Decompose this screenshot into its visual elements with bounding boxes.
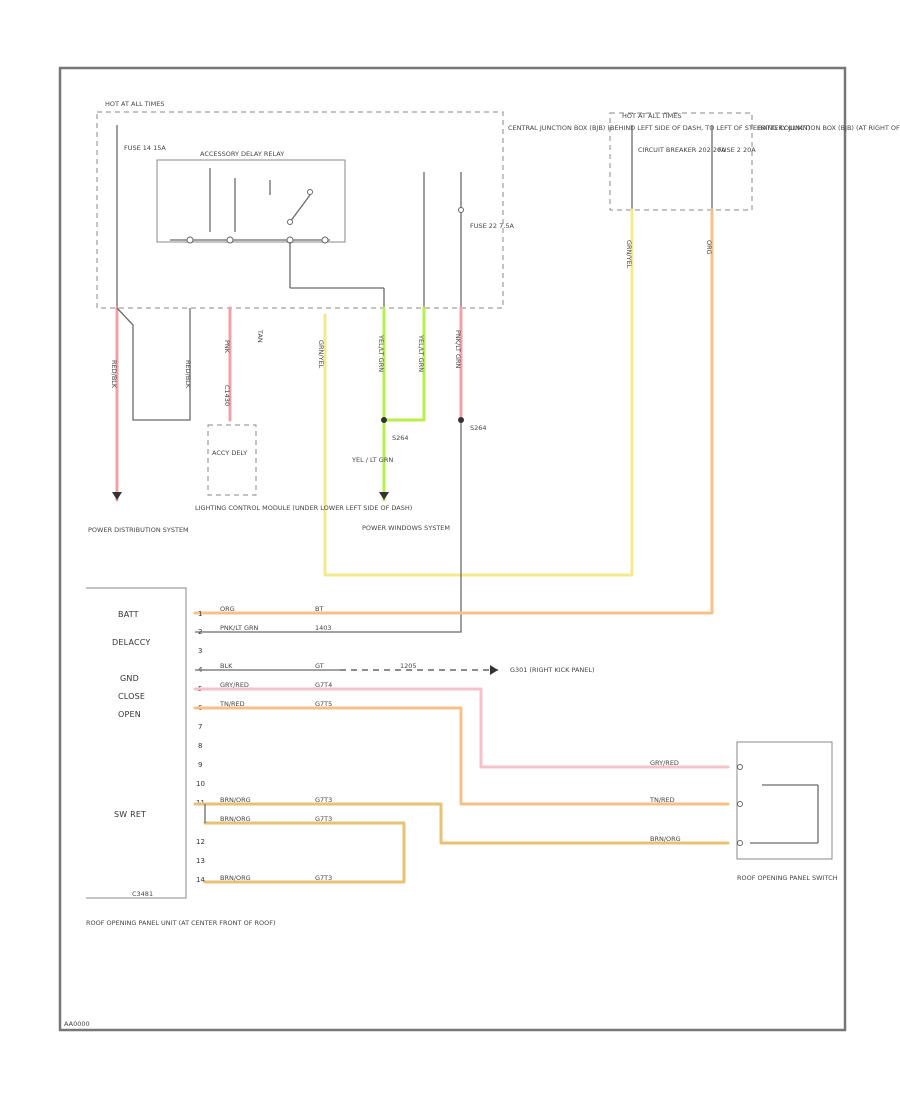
svg-text:8: 8 xyxy=(198,742,202,750)
switch-location: ROOF OPENING PANEL SWITCH xyxy=(737,874,838,882)
svg-text:BT: BT xyxy=(315,605,323,613)
svg-text:1403: 1403 xyxy=(315,624,332,632)
fuse2-label: FUSE 2 20A xyxy=(718,146,756,154)
central-jb-location: CENTRAL JUNCTION BOX (BJB) (BEHIND LEFT … xyxy=(508,124,810,132)
module-label-gnd: GND xyxy=(120,674,139,683)
footer-code: AA0000 xyxy=(64,1020,90,1028)
ground-tag: 1205 xyxy=(400,662,417,670)
svg-text:C1430: C1430 xyxy=(223,385,231,406)
svg-text:PNK/LT GRN: PNK/LT GRN xyxy=(454,330,462,369)
accessory-delay-relay: ACCESSORY DELAY RELAY xyxy=(156,150,346,244)
roof-opening-switch: ROOF OPENING PANEL SWITCH xyxy=(736,741,838,882)
wire-brn-org-2 xyxy=(203,821,406,884)
module-label-batt: BATT xyxy=(118,610,139,619)
svg-text:ORG: ORG xyxy=(220,605,235,613)
wire-pnk-ltgrn-low xyxy=(195,420,462,633)
svg-text:GRY/RED: GRY/RED xyxy=(220,681,249,689)
wire-org xyxy=(193,208,714,615)
module-connector: C3481 xyxy=(132,890,153,898)
central-junction-box: HOT AT ALL TIMES FUSE 14 15A FUSE 22 7.5… xyxy=(96,100,810,309)
svg-text:TAN: TAN xyxy=(256,329,264,343)
svg-text:G7T4: G7T4 xyxy=(315,681,332,689)
svg-text:9: 9 xyxy=(198,761,202,769)
battery-jb-location: BATTERY JUNCTION BOX (BJB) (AT RIGHT OF … xyxy=(758,124,900,132)
svg-text:BRN/ORG: BRN/ORG xyxy=(220,874,251,882)
module-location: ROOF OPENING PANEL UNIT (AT CENTER FRONT… xyxy=(86,919,276,927)
svg-text:BRN/ORG: BRN/ORG xyxy=(220,796,251,804)
svg-text:TN/RED: TN/RED xyxy=(219,700,245,708)
splice-s1-wire: YEL / LT GRN xyxy=(351,456,393,464)
svg-text:ORG: ORG xyxy=(705,240,713,255)
wire-brn-org-1 xyxy=(193,802,730,845)
wire-tn-red xyxy=(193,706,730,806)
svg-text:ACCY DELY: ACCY DELY xyxy=(212,449,247,457)
svg-text:12: 12 xyxy=(196,838,205,846)
wire-gry-red xyxy=(193,687,730,769)
fuse14-label: FUSE 14 15A xyxy=(124,144,166,152)
dest-lighting-module: LIGHTING CONTROL MODULE (UNDER LOWER LEF… xyxy=(195,504,412,512)
svg-text:TN/RED: TN/RED xyxy=(649,796,675,804)
svg-text:PNK/LT GRN: PNK/LT GRN xyxy=(220,624,259,632)
hot-label-battery: HOT AT ALL TIMES xyxy=(622,112,682,120)
svg-text:G7T3: G7T3 xyxy=(315,874,332,882)
svg-text:1: 1 xyxy=(198,610,202,618)
wire-red-blk-loop xyxy=(116,307,191,421)
svg-text:RED/BLK: RED/BLK xyxy=(184,360,192,389)
svg-text:BRN/ORG: BRN/ORG xyxy=(220,815,251,823)
splice-s2: S264 xyxy=(470,424,487,432)
svg-text:YEL/LT GRN: YEL/LT GRN xyxy=(377,334,385,372)
svg-text:GRY/RED: GRY/RED xyxy=(650,759,679,767)
svg-text:GRN/YEL: GRN/YEL xyxy=(625,240,633,269)
ground-label: G301 (RIGHT KICK PANEL) xyxy=(510,666,595,674)
svg-text:G7T3: G7T3 xyxy=(315,796,332,804)
acc-dly-box xyxy=(207,424,257,496)
splice-s1: S264 xyxy=(392,434,409,442)
svg-text:10: 10 xyxy=(196,780,205,788)
svg-text:GT: GT xyxy=(315,662,324,670)
svg-text:2: 2 xyxy=(198,628,202,636)
battery-junction-box: HOT AT ALL TIMES CIRCUIT BREAKER 202 20A… xyxy=(609,112,900,211)
svg-text:YEL/LT GRN: YEL/LT GRN xyxy=(417,334,425,372)
svg-text:RED/BLK: RED/BLK xyxy=(110,360,118,389)
module-label-delaccy: DELACCY xyxy=(112,638,151,647)
svg-text:G7T5: G7T5 xyxy=(315,700,332,708)
module-label-close: CLOSE xyxy=(118,692,145,701)
svg-text:3: 3 xyxy=(198,647,202,655)
dest-power-windows: POWER WINDOWS SYSTEM xyxy=(362,524,450,532)
diagram-frame xyxy=(58,66,847,1032)
svg-text:G7T3: G7T3 xyxy=(315,815,332,823)
svg-text:14: 14 xyxy=(196,876,205,884)
breaker-label: CIRCUIT BREAKER 202 20A xyxy=(638,146,726,154)
module-label-open: OPEN xyxy=(118,710,141,719)
fuse22-label: FUSE 22 7.5A xyxy=(470,222,514,230)
svg-text:7: 7 xyxy=(198,723,202,731)
svg-text:13: 13 xyxy=(196,857,205,865)
wire-grn-yel xyxy=(323,208,634,577)
relay-label: ACCESSORY DELAY RELAY xyxy=(200,150,284,158)
module-label-swret: SW RET xyxy=(114,810,146,819)
svg-text:BLK: BLK xyxy=(220,662,233,670)
svg-text:BRN/ORG: BRN/ORG xyxy=(650,835,681,843)
svg-text:PNK: PNK xyxy=(223,340,231,354)
svg-text:GRN/YEL: GRN/YEL xyxy=(317,340,325,369)
dest-power-distribution: POWER DISTRIBUTION SYSTEM xyxy=(88,526,189,534)
wire-yel-ltgrn-2 xyxy=(382,306,426,422)
hot-label-central: HOT AT ALL TIMES xyxy=(105,100,165,108)
